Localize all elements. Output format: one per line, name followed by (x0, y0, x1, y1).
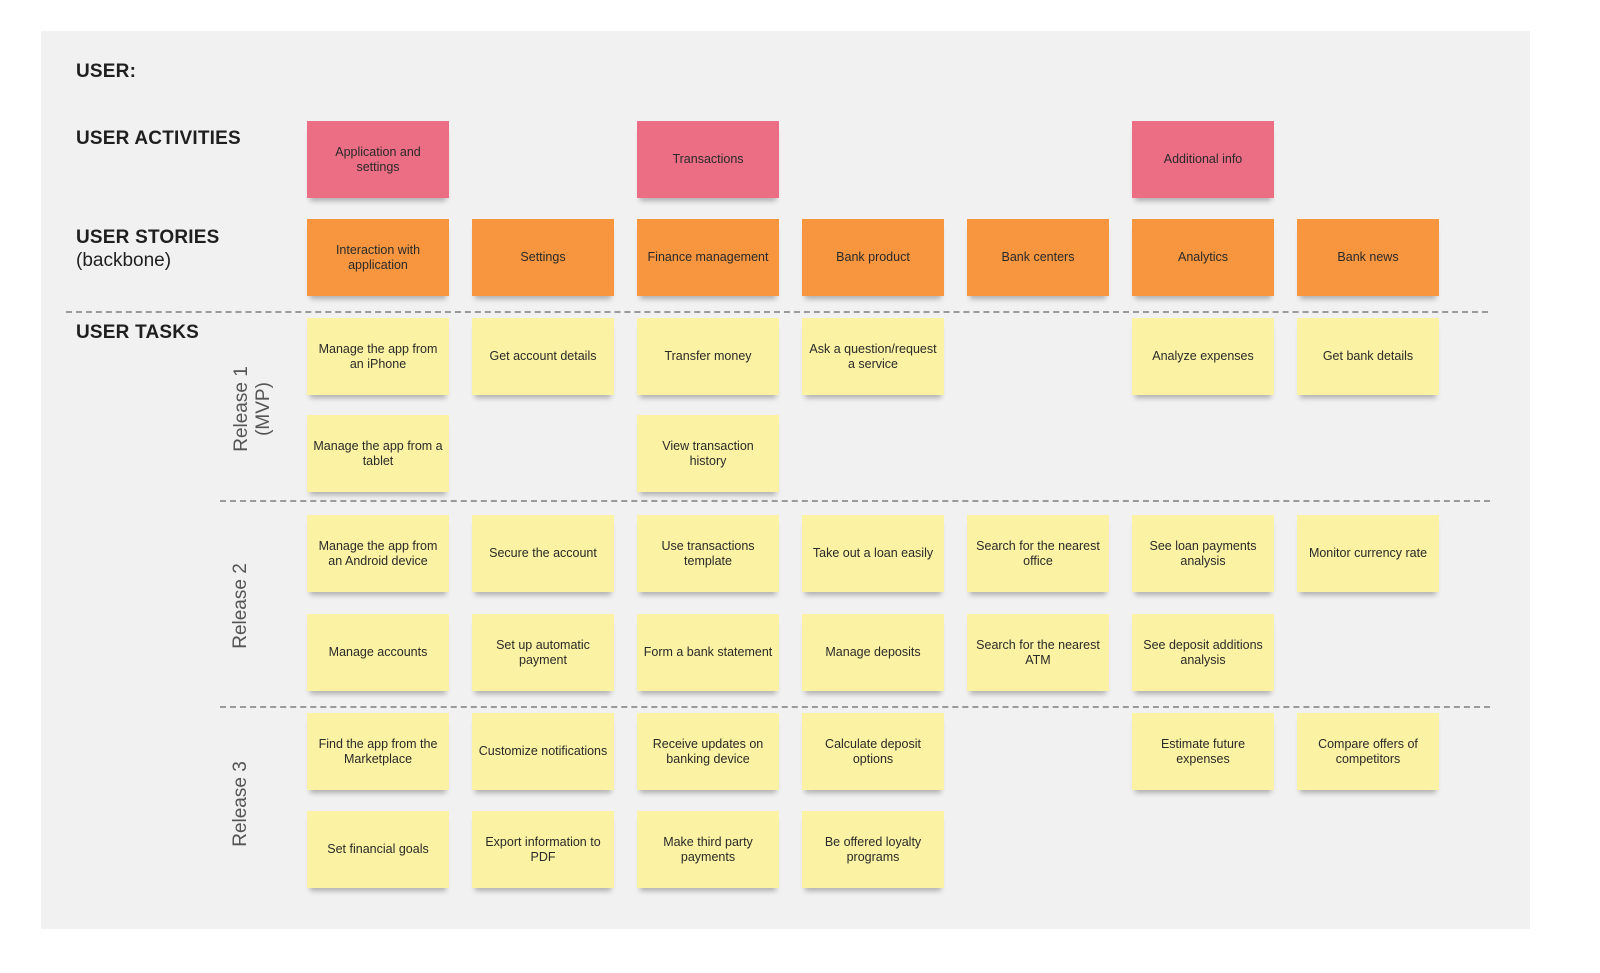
task-note[interactable]: Make third party payments (637, 811, 779, 888)
user-row-label: USER: (76, 61, 137, 82)
task-note-text: Estimate future expenses (1160, 736, 1246, 766)
task-note[interactable]: Search for the nearest office (967, 515, 1109, 592)
task-note-text: Search for the nearest office (976, 538, 1100, 568)
release-2-divider (220, 706, 1490, 708)
activity-note[interactable]: Additional info (1132, 121, 1274, 198)
task-note-text: Form a bank statement (643, 645, 773, 659)
task-note-text: Manage the app from a tablet (313, 438, 443, 468)
task-note-text: Manage the app from an Android device (318, 538, 438, 568)
task-note[interactable]: Find the app from the Marketplace (307, 713, 449, 790)
story-note-text: Interaction with application (335, 242, 421, 272)
task-note[interactable]: Secure the account (472, 515, 614, 592)
story-note-text: Bank centers (1001, 250, 1075, 264)
task-note-text: Set financial goals (327, 842, 429, 856)
activity-note-text: Application and settings (335, 144, 421, 174)
task-note[interactable]: Be offered loyalty programs (802, 811, 944, 888)
task-note[interactable]: Estimate future expenses (1132, 713, 1274, 790)
release-1-divider (220, 500, 1490, 502)
activity-note[interactable]: Transactions (637, 121, 779, 198)
task-note-text: See deposit additions analysis (1143, 637, 1263, 667)
task-note[interactable]: See deposit additions analysis (1132, 614, 1274, 691)
task-note[interactable]: Receive updates on banking device (637, 713, 779, 790)
story-note[interactable]: Interaction with application (307, 219, 449, 296)
user-stories-label: USER STORIES (76, 227, 220, 248)
task-note-text: Be offered loyalty programs (824, 834, 922, 864)
task-note[interactable]: Get bank details (1297, 318, 1439, 395)
story-map-board (41, 31, 1530, 929)
task-note[interactable]: Analyze expenses (1132, 318, 1274, 395)
task-note-text: Ask a question/request a service (809, 341, 937, 371)
task-note-text: Transfer money (664, 349, 752, 363)
task-note[interactable]: View transaction history (637, 415, 779, 492)
story-note[interactable]: Finance management (637, 219, 779, 296)
user-activities-label: USER ACTIVITIES (76, 128, 241, 149)
task-note-text: Manage deposits (825, 645, 921, 659)
task-note[interactable]: Manage the app from an iPhone (307, 318, 449, 395)
task-note-text: Receive updates on banking device (652, 736, 764, 766)
task-note[interactable]: Manage accounts (307, 614, 449, 691)
user-stories-sublabel: (backbone) (76, 250, 172, 271)
story-note-text: Bank product (836, 250, 910, 264)
task-note-text: Analyze expenses (1152, 349, 1254, 363)
task-note[interactable]: Search for the nearest ATM (967, 614, 1109, 691)
task-note-text: Make third party payments (663, 834, 753, 864)
story-note[interactable]: Bank news (1297, 219, 1439, 296)
task-note[interactable]: Set up automatic payment (472, 614, 614, 691)
story-note[interactable]: Analytics (1132, 219, 1274, 296)
release-1-label: Release 1 (MVP) (231, 349, 277, 469)
release-1-title: Release 1 (231, 366, 252, 452)
task-note[interactable]: Take out a loan easily (802, 515, 944, 592)
activity-note-text: Additional info (1163, 152, 1243, 166)
task-note-text: Manage the app from an iPhone (318, 341, 438, 371)
task-note[interactable]: Calculate deposit options (802, 713, 944, 790)
task-note-text: View transaction history (662, 438, 754, 468)
task-note-text: Take out a loan easily (812, 546, 934, 560)
task-note-text: Use transactions template (661, 538, 755, 568)
task-note[interactable]: Set financial goals (307, 811, 449, 888)
task-note[interactable]: Compare offers of competitors (1297, 713, 1439, 790)
task-note[interactable]: Manage the app from an Android device (307, 515, 449, 592)
task-note[interactable]: See loan payments analysis (1132, 515, 1274, 592)
task-note-text: Export information to PDF (485, 834, 601, 864)
task-note[interactable]: Get account details (472, 318, 614, 395)
story-note[interactable]: Settings (472, 219, 614, 296)
release-1-subtitle: (MVP) (253, 382, 274, 436)
task-note[interactable]: Ask a question/request a service (802, 318, 944, 395)
task-note-text: Find the app from the Marketplace (318, 736, 438, 766)
backbone-divider (66, 311, 1488, 313)
task-note-text: See loan payments analysis (1149, 538, 1257, 568)
task-note-text: Set up automatic payment (496, 637, 590, 667)
task-note-text: Search for the nearest ATM (976, 637, 1100, 667)
task-note[interactable]: Export information to PDF (472, 811, 614, 888)
release-3-label: Release 3 (230, 761, 251, 847)
story-note-text: Analytics (1177, 250, 1229, 264)
task-note[interactable]: Manage the app from a tablet (307, 415, 449, 492)
task-note-text: Compare offers of competitors (1318, 736, 1418, 766)
task-note-text: Calculate deposit options (825, 736, 921, 766)
release-2-label: Release 2 (230, 563, 251, 649)
story-note-text: Bank news (1337, 250, 1399, 264)
task-note-text: Secure the account (489, 546, 597, 560)
story-note[interactable]: Bank product (802, 219, 944, 296)
task-note-text: Monitor currency rate (1308, 546, 1428, 560)
task-note-text: Get bank details (1322, 349, 1414, 363)
story-note[interactable]: Bank centers (967, 219, 1109, 296)
task-note[interactable]: Form a bank statement (637, 614, 779, 691)
story-note-text: Settings (520, 250, 566, 264)
task-note-text: Manage accounts (328, 645, 428, 659)
task-note[interactable]: Customize notifications (472, 713, 614, 790)
activity-note[interactable]: Application and settings (307, 121, 449, 198)
task-note-text: Get account details (489, 349, 597, 363)
task-note[interactable]: Use transactions template (637, 515, 779, 592)
task-note[interactable]: Monitor currency rate (1297, 515, 1439, 592)
activity-note-text: Transactions (672, 152, 744, 166)
story-note-text: Finance management (647, 250, 769, 264)
task-note-text: Customize notifications (478, 744, 608, 758)
user-tasks-label: USER TASKS (76, 322, 200, 343)
task-note[interactable]: Transfer money (637, 318, 779, 395)
task-note[interactable]: Manage deposits (802, 614, 944, 691)
